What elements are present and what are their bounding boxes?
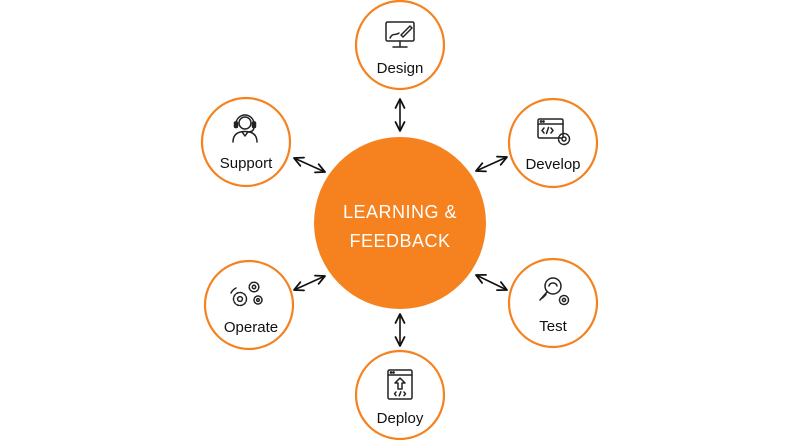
arrow-develop: [475, 155, 508, 173]
code-window-gear-icon: [537, 118, 571, 146]
node-ring: [507, 257, 599, 349]
node-label-support: Support: [220, 155, 273, 172]
node-label-develop: Develop: [525, 156, 580, 173]
center-title-line2: FEEDBACK: [349, 231, 450, 251]
node-ring: [200, 96, 292, 188]
node-deploy: Deploy: [354, 349, 446, 441]
node-label-test: Test: [539, 318, 567, 335]
arrow-support: [293, 156, 326, 174]
center-title-line1: LEARNING &: [343, 202, 457, 222]
center-hub: LEARNING & FEEDBACK: [314, 137, 486, 309]
node-design: Design: [354, 0, 446, 91]
arrow-operate: [293, 274, 326, 292]
node-ring: [507, 97, 599, 189]
center-circle: [314, 137, 486, 309]
gears-icon: [230, 281, 263, 307]
headset-agent-icon: [232, 114, 258, 143]
magnifier-gear-icon: [539, 277, 570, 306]
node-test: Test: [507, 257, 599, 349]
node-operate: Operate: [203, 259, 295, 351]
node-develop: Develop: [507, 97, 599, 189]
node-support: Support: [200, 96, 292, 188]
connector-arrows: [293, 98, 508, 347]
node-ring: [203, 259, 295, 351]
browser-upload-icon: [387, 369, 413, 400]
node-label-design: Design: [377, 60, 424, 77]
node-label-deploy: Deploy: [377, 410, 424, 427]
node-label-operate: Operate: [224, 319, 278, 336]
monitor-pen-icon: [385, 21, 415, 48]
arrow-test: [475, 273, 508, 292]
